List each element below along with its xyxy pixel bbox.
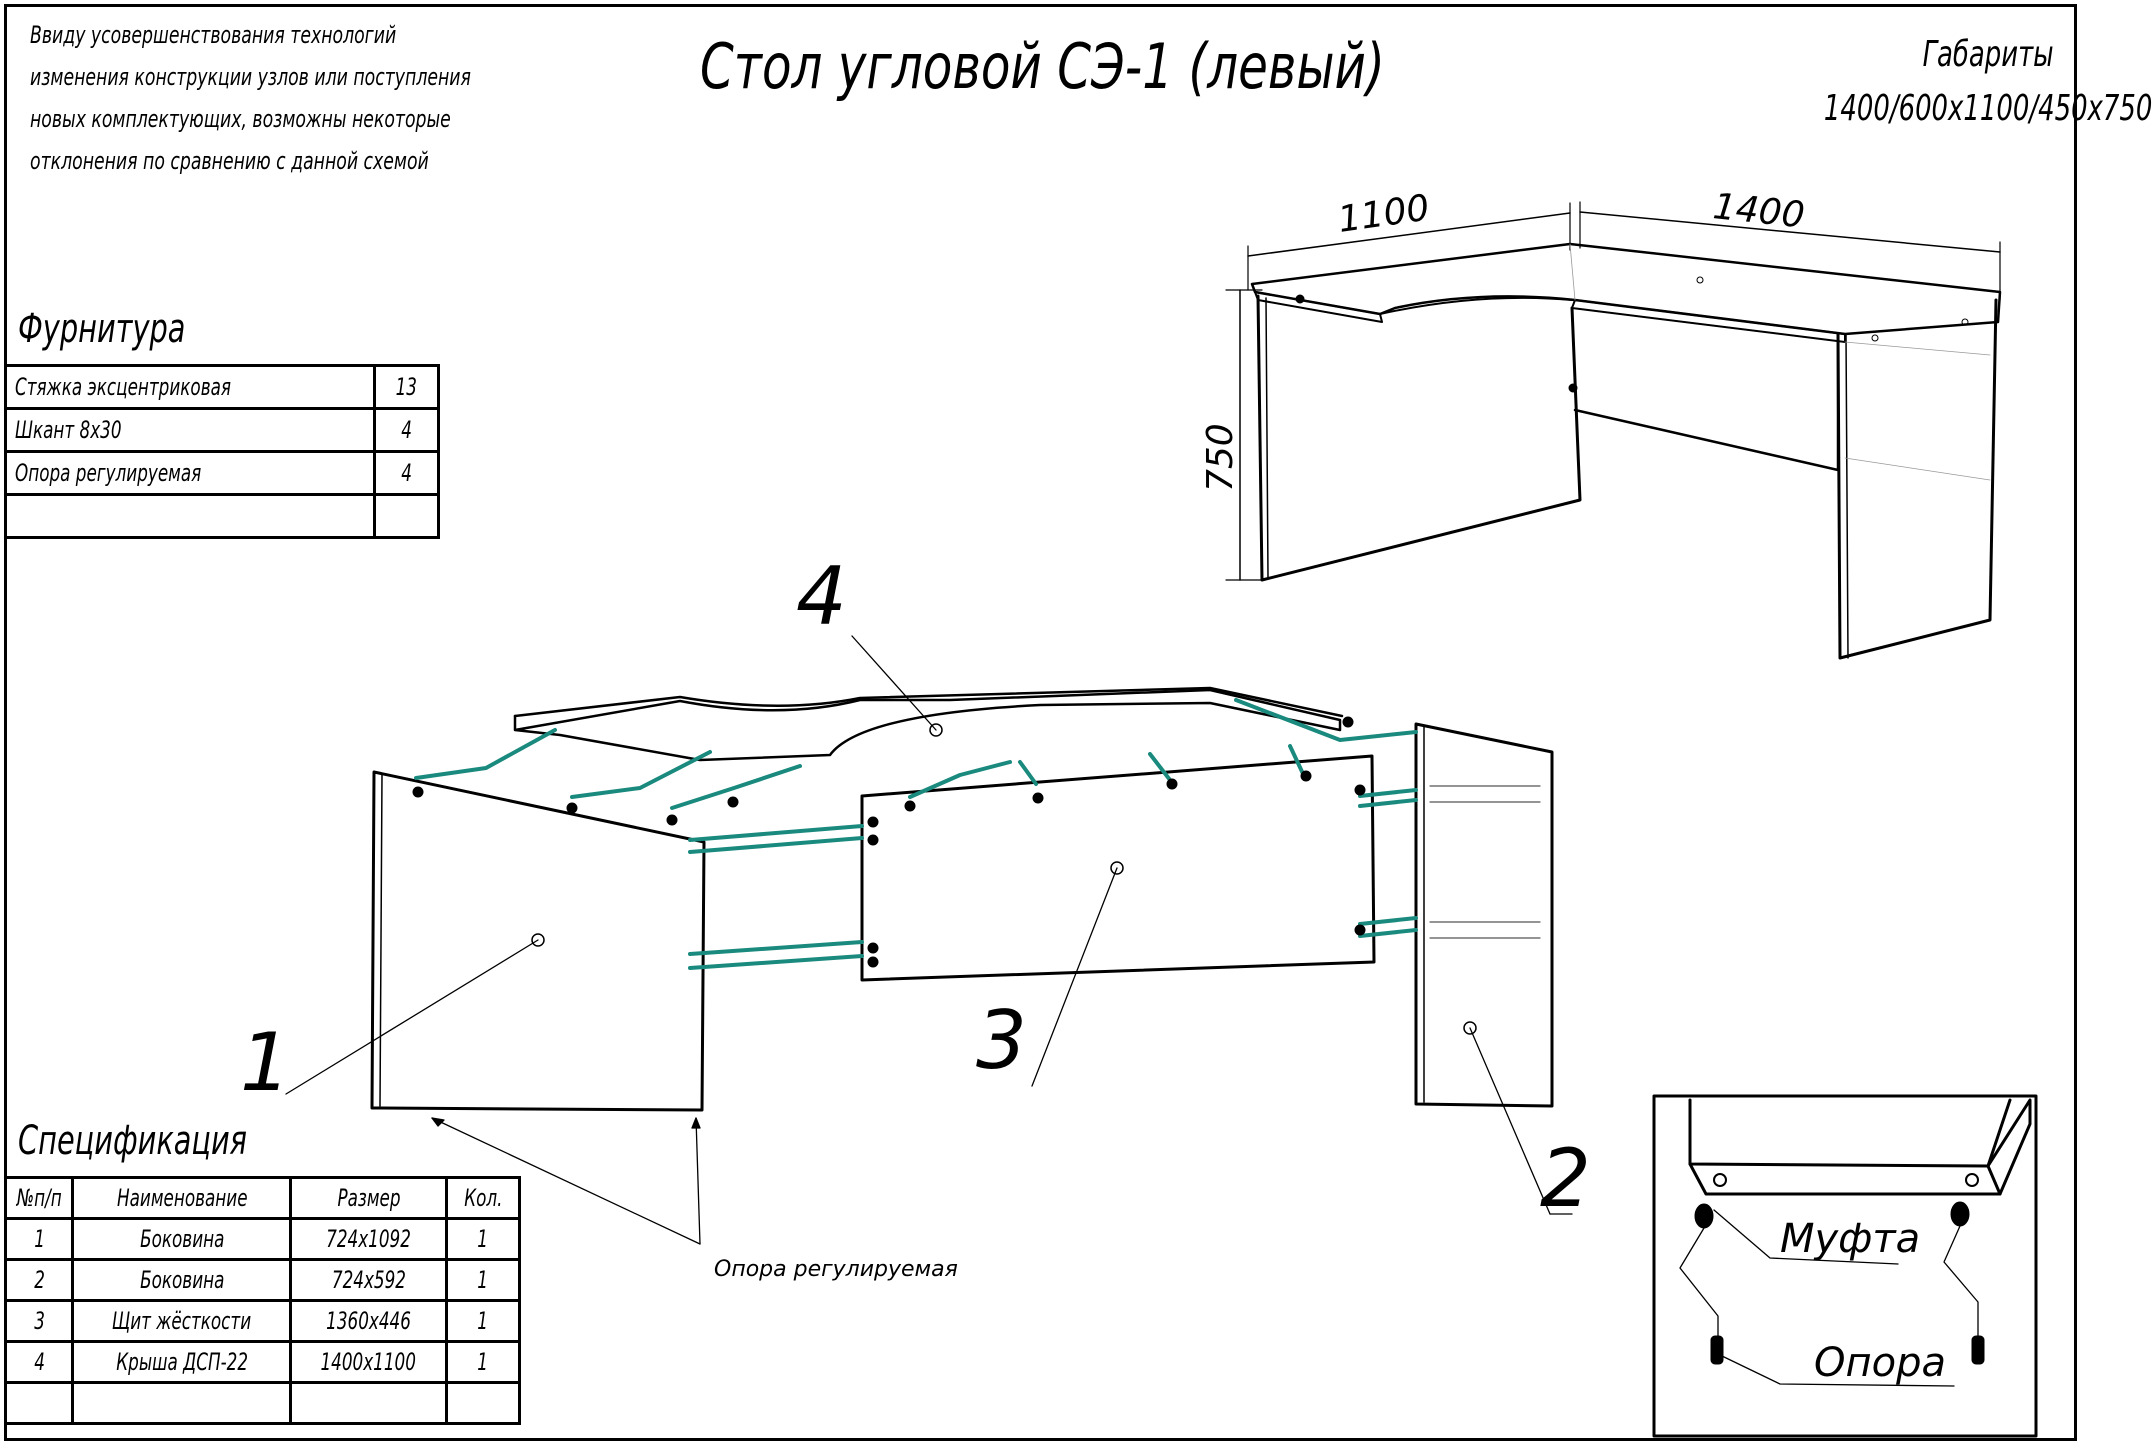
part-number-4: 4 bbox=[796, 550, 847, 643]
fastener-dots bbox=[412, 716, 1366, 968]
spec-header: Размер bbox=[337, 1184, 401, 1212]
part-number-2: 2 bbox=[1540, 1132, 1591, 1225]
leader-3 bbox=[1031, 867, 1118, 1087]
coupling-nuts bbox=[1694, 1201, 1985, 1365]
modesty-panel bbox=[1573, 340, 1840, 472]
detail-box bbox=[1652, 1094, 2038, 1438]
side-panel-left bbox=[1256, 294, 1582, 582]
table-row: 4 Крыша ДСП-22 1400x1100 1 bbox=[3, 1340, 522, 1384]
panel-3 bbox=[860, 754, 1376, 982]
spec-cell: Боковина bbox=[139, 1225, 225, 1253]
dim-line-1400 bbox=[1579, 211, 2001, 253]
leader-lines bbox=[285, 635, 1573, 1245]
spec-table: №п/п Наименование Размер Кол. 1 Боковина… bbox=[3, 1176, 522, 1425]
mufta-label: Муфта bbox=[1780, 1216, 1920, 1262]
table-row bbox=[3, 1381, 522, 1425]
opora-label: Опора bbox=[1814, 1340, 1946, 1386]
assembly-drawing: 1100 1400 750 1 2 3 4 Опора регулируемая… bbox=[240, 186, 2038, 1438]
disclaimer-note: Ввиду усовершенствования технологий изме… bbox=[30, 14, 471, 182]
table-row: 1 Боковина 724x1092 1 bbox=[3, 1217, 522, 1261]
dim-label-750: 750 bbox=[1200, 423, 1241, 492]
detail-frame bbox=[1652, 1094, 2038, 1438]
note-line: Ввиду усовершенствования технологий bbox=[30, 21, 397, 49]
furnitura-qty: 4 bbox=[401, 459, 412, 487]
spec-cell: Крыша ДСП-22 bbox=[116, 1348, 248, 1376]
spec-cell: 1 bbox=[33, 1225, 45, 1253]
furnitura-name: Стяжка эксцентриковая bbox=[15, 373, 232, 401]
spec-cell: Боковина bbox=[139, 1266, 225, 1294]
gabarity-value: 1400/600x1100/450x750 bbox=[1823, 88, 2152, 129]
spec-cell: 4 bbox=[33, 1348, 45, 1376]
spec-cell: 724x1092 bbox=[326, 1225, 411, 1253]
drawing-frame bbox=[4, 4, 2077, 1441]
furnitura-qty: 4 bbox=[401, 416, 412, 444]
connector-lines bbox=[414, 698, 1418, 970]
leader-opora bbox=[431, 1117, 701, 1245]
assembled-table bbox=[1225, 201, 2002, 660]
furnitura-qty: 13 bbox=[395, 373, 418, 401]
part-number-1: 1 bbox=[240, 1016, 291, 1109]
spec-cell: 3 bbox=[33, 1307, 45, 1335]
table-row: 2 Боковина 724x592 1 bbox=[3, 1258, 522, 1302]
spec-heading: Спецификация bbox=[18, 1118, 248, 1164]
leader-1 bbox=[285, 939, 539, 1095]
dim-label-1400: 1400 bbox=[1711, 186, 1806, 236]
panel-2 bbox=[1414, 722, 1554, 1108]
dim-line-1100 bbox=[1247, 212, 1571, 257]
spec-cell: Щит жёсткости bbox=[112, 1307, 252, 1335]
table-row bbox=[4, 493, 440, 539]
spec-cell: 724x592 bbox=[331, 1266, 406, 1294]
spec-cell: 2 bbox=[33, 1266, 45, 1294]
furnitura-name: Опора регулируемая bbox=[15, 459, 202, 487]
spec-cell: 1 bbox=[477, 1225, 489, 1253]
spec-header: Наименование bbox=[116, 1184, 248, 1212]
panel-1 bbox=[370, 770, 706, 1112]
screw-hole bbox=[1568, 383, 1578, 393]
detail-panel bbox=[1688, 1098, 2012, 1168]
spec-cell: 1 bbox=[477, 1266, 489, 1294]
furnitura-name: Шкант 8x30 bbox=[15, 416, 122, 444]
gabarity-label: Габариты bbox=[1922, 34, 2054, 75]
spec-header: №п/п bbox=[16, 1184, 62, 1212]
tabletop bbox=[1250, 242, 2002, 336]
spec-cell: 1 bbox=[477, 1307, 489, 1335]
table-row: Стяжка эксцентриковая 13 bbox=[4, 364, 440, 410]
leader-4 bbox=[851, 635, 937, 731]
spec-cell: 1400x1100 bbox=[320, 1348, 417, 1376]
leader-2 bbox=[1469, 1027, 1551, 1215]
table-header-row: №п/п Наименование Размер Кол. bbox=[3, 1176, 522, 1220]
furnitura-heading: Фурнитура bbox=[18, 306, 186, 352]
opora-callout: Опора регулируемая bbox=[714, 1257, 958, 1282]
side-panel-right bbox=[1836, 298, 1998, 660]
drawing-title: Стол угловой СЭ-1 (левый) bbox=[700, 30, 1385, 103]
spec-header: Кол. bbox=[463, 1184, 503, 1212]
note-line: новых комплектующих, возможны некоторые bbox=[30, 105, 451, 133]
table-row: Шкант 8x30 4 bbox=[4, 407, 440, 453]
note-line: отклонения по сравнению с данной схемой bbox=[30, 147, 429, 175]
note-line: изменения конструкции узлов или поступле… bbox=[30, 63, 471, 91]
part-number-3: 3 bbox=[976, 994, 1027, 1087]
spec-cell: 1360x446 bbox=[326, 1307, 411, 1335]
table-row: Опора регулируемая 4 bbox=[4, 450, 440, 496]
spec-cell: 1 bbox=[477, 1348, 489, 1376]
table-row: 3 Щит жёсткости 1360x446 1 bbox=[3, 1299, 522, 1343]
tabletop-curve bbox=[1379, 296, 1573, 315]
tabletop-edge bbox=[1571, 299, 1846, 343]
overall-dimensions: Габариты 1400/600x1100/450x750 bbox=[1824, 28, 2152, 136]
exploded-view bbox=[285, 635, 1573, 1245]
furnitura-table: Стяжка эксцентриковая 13 Шкант 8x30 4 Опор… bbox=[4, 364, 440, 539]
screw-hole bbox=[1295, 294, 1305, 304]
